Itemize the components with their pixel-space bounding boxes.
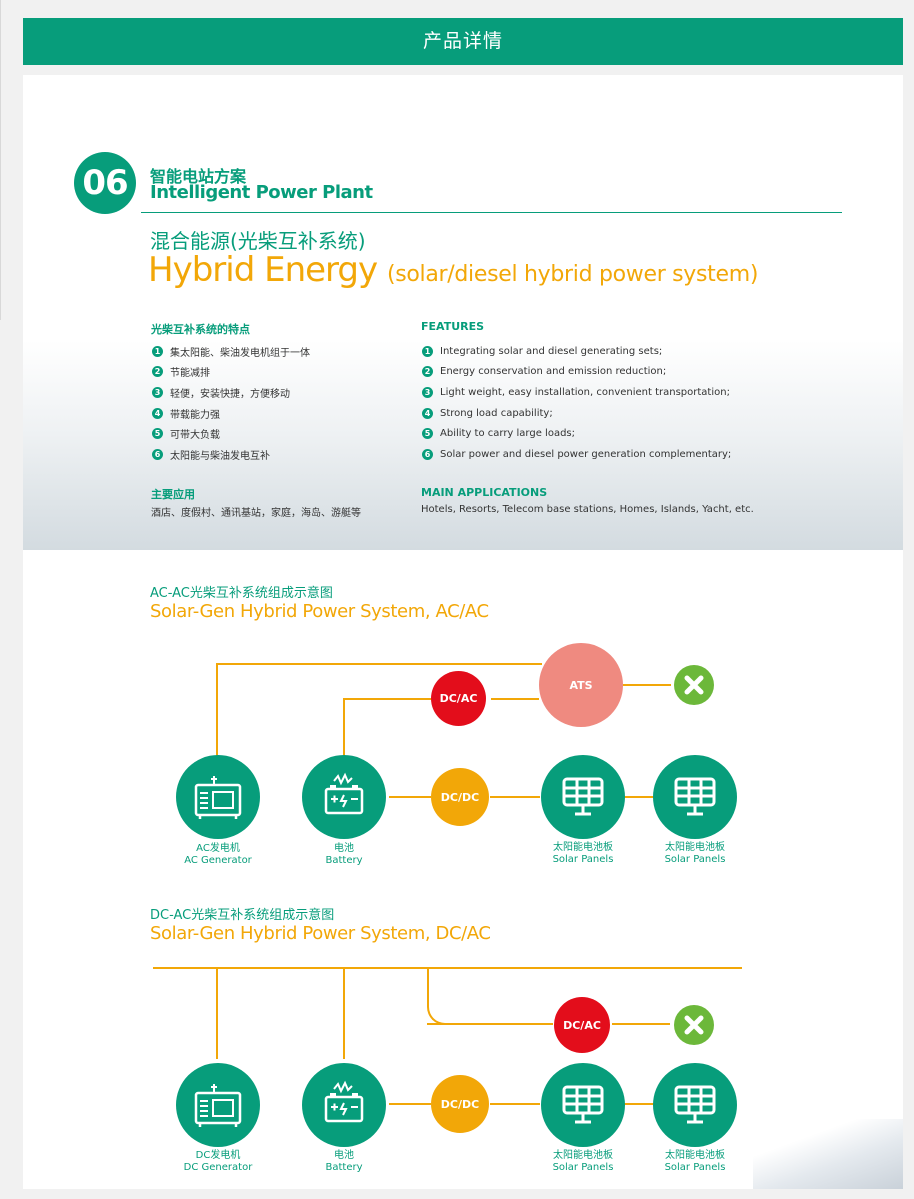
hybrid-title-en: Hybrid Energy (solar/diesel hybrid power… [148, 250, 758, 290]
ac-generator-line [216, 663, 218, 759]
ac-battery-line [343, 699, 345, 759]
ac-top-line [216, 663, 542, 665]
features-cn-heading: 光柴互补系统的特点 [151, 323, 250, 336]
ac-ats-load-line [623, 684, 671, 686]
dc-dc-converter: DC/DC [431, 1075, 489, 1133]
dc-battery-dcdc-line [389, 1103, 431, 1105]
number-bullet: 2 [422, 366, 433, 378]
ac-panel-panel-line [624, 796, 654, 798]
dc-dc-converter: DC/DC [431, 768, 489, 826]
number-bullet: 1 [422, 345, 433, 357]
dc-generator-line [216, 967, 218, 1059]
dc-dcdc-panel-line [490, 1103, 540, 1105]
hybrid-title-cn: 混合能源(光柴互补系统) [150, 229, 366, 253]
dc-panel-panel-line [624, 1103, 654, 1105]
page-header: 产品详情 [23, 18, 903, 65]
section-title-cn: 智能电站方案 [150, 167, 247, 186]
number-bullet: 6 [422, 448, 433, 460]
diagram-dc-title-en: Solar-Gen Hybrid Power System, DC/AC [150, 923, 491, 944]
number-bullet: 1 [152, 345, 163, 357]
dc-bus-line [153, 967, 742, 969]
number-bullet: 4 [152, 407, 163, 419]
number-bullet: 3 [422, 386, 433, 398]
ac-dcac-ats-line [491, 698, 539, 700]
number-bullet: 2 [152, 366, 163, 378]
features-background-band [23, 340, 903, 550]
applications-cn-heading: 主要应用 [151, 488, 195, 501]
number-bullet: 5 [422, 428, 433, 440]
ac-battery-dcac-line [343, 698, 431, 700]
diagram-ac-title-en: Solar-Gen Hybrid Power System, AC/AC [150, 601, 489, 622]
generator-icon [176, 1063, 260, 1147]
section-divider [141, 212, 842, 213]
solar-panel-icon [541, 1063, 625, 1147]
hybrid-title-sub: (solar/diesel hybrid power system) [386, 262, 759, 287]
ats-node: ATS [539, 643, 623, 727]
solar-panel-icon [653, 755, 737, 839]
dc-branch-line [427, 967, 429, 1007]
page-title: 产品详情 [422, 30, 503, 52]
solar-panel-icon [541, 755, 625, 839]
ac-battery-dcdc-line [389, 796, 431, 798]
dc-ac-converter: DC/AC [431, 671, 486, 726]
battery-icon [302, 1063, 386, 1147]
battery-icon [302, 755, 386, 839]
number-bullet: 3 [152, 386, 163, 398]
diagram-ac-title-cn: AC-AC光柴互补系统组成示意图 [150, 586, 333, 601]
decorative-corner [753, 1119, 903, 1189]
ac-dcdc-panel-line [490, 796, 540, 798]
dc-dcac-line [427, 1023, 553, 1025]
left-divider [0, 0, 1, 320]
section-number-badge: 06 [74, 152, 136, 214]
number-bullet: 4 [422, 407, 433, 419]
applications-en-heading: MAIN APPLICATIONS [421, 486, 548, 499]
dc-ac-converter: DC/AC [554, 997, 610, 1053]
diagram-dc-title-cn: DC-AC光柴互补系统组成示意图 [150, 908, 335, 923]
hybrid-title-main: Hybrid Energy [148, 250, 378, 290]
dc-branch-curve [427, 1005, 447, 1025]
applications-cn-text: 酒店、度假村、通讯基站，家庭，海岛、游艇等 [151, 508, 361, 519]
generator-icon [176, 755, 260, 839]
close-icon [674, 665, 714, 705]
section-title-en: Intelligent Power Plant [150, 182, 373, 203]
product-detail-image: 06 智能电站方案 Intelligent Power Plant 混合能源(光… [23, 75, 903, 1189]
features-en-heading: FEATURES [421, 320, 485, 333]
number-bullet: 6 [152, 448, 163, 460]
close-icon [674, 1005, 714, 1045]
solar-panel-icon [653, 1063, 737, 1147]
dc-battery-line [343, 967, 345, 1059]
dc-dcac-load-line [612, 1023, 670, 1025]
number-bullet: 5 [152, 428, 163, 440]
applications-en-text: Hotels, Resorts, Telecom base stations, … [421, 504, 754, 515]
